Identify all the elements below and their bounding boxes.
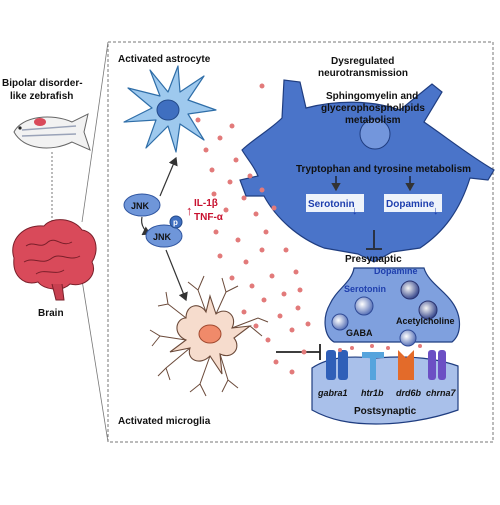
presynaptic-terminal: [324, 267, 461, 343]
vesicle-serotonin-1: [354, 296, 374, 316]
microglia-label: Activated microglia: [118, 416, 211, 427]
phospho-label: p: [173, 218, 178, 227]
receptor-chrna7-icon: [428, 350, 446, 380]
astrocyte-label: Activated astrocyte: [118, 54, 211, 65]
tryptophan-label: Tryptophan and tyrosine metabolism: [296, 164, 471, 175]
receptor-gabra1-icon: [326, 350, 348, 380]
neuron-dopamine-down: ↓: [433, 205, 439, 217]
cytokine-up-arrow: ↑: [186, 203, 193, 218]
jnk-node: JNK: [123, 193, 161, 217]
synapse-gaba-label: GABA: [346, 328, 373, 338]
brain-icon: [12, 219, 97, 301]
brain-label: Brain: [38, 308, 64, 319]
sphingo-line3: metabolism: [345, 115, 401, 126]
fish-label-line2: like zebrafish: [10, 91, 73, 102]
dysregulated-line1: Dysregulated: [331, 56, 394, 67]
tnfa-label: TNF-α: [194, 212, 224, 223]
sphingo-line2: glycerophospholipids: [321, 103, 425, 114]
presynaptic-label: Presynaptic: [345, 254, 402, 265]
receptor-drd6b-label: drd6b: [396, 388, 422, 398]
vesicle-dopamine-2: [418, 300, 438, 320]
dysregulated-line2: neurotransmission: [318, 68, 408, 79]
receptor-gabra1-label: gabra1: [317, 388, 348, 398]
neuron-nucleus: [359, 118, 391, 150]
vesicle-serotonin-2: [331, 313, 349, 331]
jnk-label: JNK: [131, 201, 150, 211]
synapse-dopamine-label: Dopamine: [374, 266, 418, 276]
main-panel: [107, 41, 494, 443]
receptor-chrna7-label: chrna7: [426, 388, 457, 398]
fish-label-line1: Bipolar disorder-: [2, 78, 83, 89]
vesicle-acetylcholine: [399, 329, 417, 347]
microglia-cell-icon: [149, 275, 269, 397]
astrocyte-cell-icon: [123, 65, 217, 153]
zoom-line-bottom: [81, 279, 109, 443]
cytokine-dots: [195, 83, 422, 375]
jnk-p-label: JNK: [153, 232, 172, 242]
serotonin-box: [306, 194, 364, 212]
synapse-acetylcholine-label: Acetylcholine: [396, 316, 455, 326]
dopamine-box: [384, 194, 442, 212]
neuron-dopamine-label: Dopamine: [386, 199, 435, 210]
synapse-serotonin-label: Serotonin: [344, 284, 386, 294]
jnk-phospho-node: JNK p: [145, 215, 183, 248]
il1b-label: IL-1β: [194, 198, 218, 209]
zoom-line-top: [81, 41, 109, 223]
zebrafish-icon: [13, 113, 91, 151]
arrow-to-microglia: [165, 249, 188, 302]
neuron-serotonin-down: ↓: [352, 205, 358, 217]
vesicles: [331, 280, 438, 347]
sphingo-line1: Sphingomyelin and: [326, 91, 418, 102]
vesicle-dopamine-1: [400, 280, 420, 300]
receptor-htr1b-label: htr1b: [361, 388, 384, 398]
receptor-htr1b-icon: [362, 352, 384, 380]
neuron-body: [239, 79, 495, 263]
postsynaptic-membrane: [311, 356, 459, 425]
postsynaptic-label: Postsynaptic: [354, 406, 417, 417]
receptor-drd6b-icon: [398, 350, 414, 380]
arrow-to-astrocyte: [159, 156, 178, 197]
neuron-serotonin-label: Serotonin: [308, 199, 355, 210]
